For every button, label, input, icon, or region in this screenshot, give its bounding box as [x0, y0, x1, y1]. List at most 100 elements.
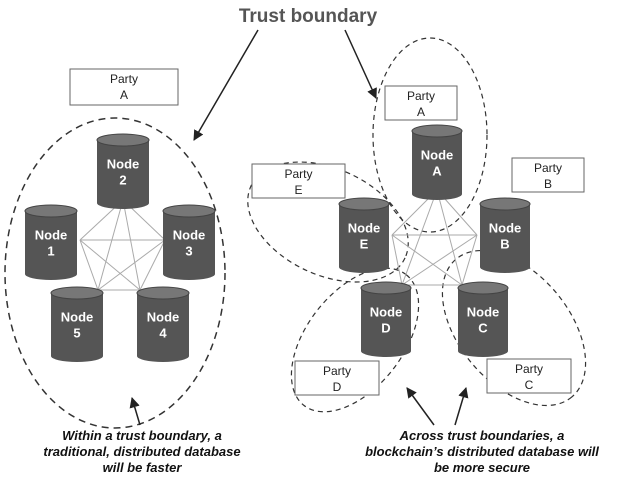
right-caption-line-2: blockchain’s distributed database will: [365, 444, 599, 459]
cylinder-body: [137, 293, 189, 362]
right-caption: Across trust boundaries, a blockchain’s …: [365, 428, 599, 475]
caption-arrows: [129, 386, 469, 426]
node-label: Node: [489, 220, 522, 235]
cylinder-body: [412, 131, 462, 200]
cylinder-top: [50, 286, 104, 300]
left-node-mesh: [79, 199, 166, 291]
party-name: Party: [534, 161, 562, 175]
right-mesh-link: [401, 189, 438, 286]
party-name: Party: [323, 364, 351, 378]
node-id: D: [381, 320, 390, 335]
node-label: Node: [147, 309, 180, 324]
cylinder-body: [339, 204, 389, 273]
party-name: Party: [284, 167, 312, 181]
cylinder-top: [479, 197, 531, 211]
node-id: 4: [159, 325, 167, 340]
left-party-letter: A: [120, 88, 128, 102]
trust-boundary-e: [247, 161, 409, 283]
cylinder-body: [97, 140, 149, 209]
node-id: A: [432, 163, 442, 178]
party-box: [384, 85, 458, 121]
left-caption-line-1: Within a trust boundary, a: [62, 428, 222, 443]
cylinder-top: [411, 124, 463, 138]
party-letter: C: [525, 378, 534, 392]
left-caption-line-2: traditional, distributed database: [43, 444, 240, 459]
cylinder-top: [457, 281, 509, 295]
cylinder-body: [361, 288, 411, 357]
right-mesh-link: [391, 234, 403, 286]
node-id: 2: [119, 172, 126, 187]
cylinder-top: [360, 281, 412, 295]
left-caption: Within a trust boundary, a traditional, …: [43, 428, 240, 475]
arrow-to-left-boundary: [193, 29, 259, 141]
party-letter: A: [417, 105, 425, 119]
party-box: [294, 360, 380, 396]
trust-boundary-a: [372, 37, 488, 233]
left-party-name: Party: [110, 72, 138, 86]
trust-boundary-c: [441, 249, 587, 407]
left-mesh-link: [79, 239, 141, 291]
party-box: [251, 163, 346, 199]
cylinder-body: [458, 288, 508, 357]
party-name: Party: [407, 89, 435, 103]
node-label: Node: [467, 304, 500, 319]
cylinder-top: [96, 133, 150, 147]
cylinder-body: [480, 204, 530, 273]
node-label: Node: [173, 227, 206, 242]
node-id: 3: [185, 243, 192, 258]
node-label: Node: [348, 220, 381, 235]
cylinder-top: [338, 197, 390, 211]
cylinder-body: [51, 293, 103, 362]
node-id: C: [478, 320, 488, 335]
party-letter: D: [333, 380, 342, 394]
party-name: Party: [515, 362, 543, 376]
node-id: 5: [73, 325, 80, 340]
diagram-title: Trust boundary: [239, 6, 378, 27]
party-box: [486, 358, 572, 394]
left-mesh-link: [79, 239, 99, 291]
node-id: 1: [47, 243, 54, 258]
left-mesh-link: [139, 239, 166, 291]
right-node-mesh: [391, 189, 478, 286]
left-mesh-link: [122, 199, 141, 291]
node-label: Node: [107, 156, 140, 171]
cylinder-top: [162, 204, 216, 218]
left-party-box: Party A: [69, 68, 179, 106]
arrow-right-caption-2: [454, 386, 469, 426]
cylinder-top: [24, 204, 78, 218]
left-trust-boundary: [4, 117, 226, 429]
node-id: E: [360, 236, 369, 251]
cylinder-top: [136, 286, 190, 300]
trust-boundary-d: [290, 267, 420, 413]
title-arrows: [193, 29, 377, 141]
right-mesh-link: [461, 234, 478, 286]
party-letter: E: [294, 183, 302, 197]
node-label: Node: [61, 309, 94, 324]
right-mesh-link: [436, 189, 463, 286]
right-caption-line-1: Across trust boundaries, a: [399, 428, 565, 443]
right-mesh-link: [391, 234, 463, 286]
right-mesh-link: [401, 234, 478, 286]
node-label: Node: [421, 147, 454, 162]
cylinder-body: [25, 211, 77, 280]
party-letter: B: [544, 177, 552, 191]
node-label: Node: [35, 227, 68, 242]
cylinder-body: [163, 211, 215, 280]
